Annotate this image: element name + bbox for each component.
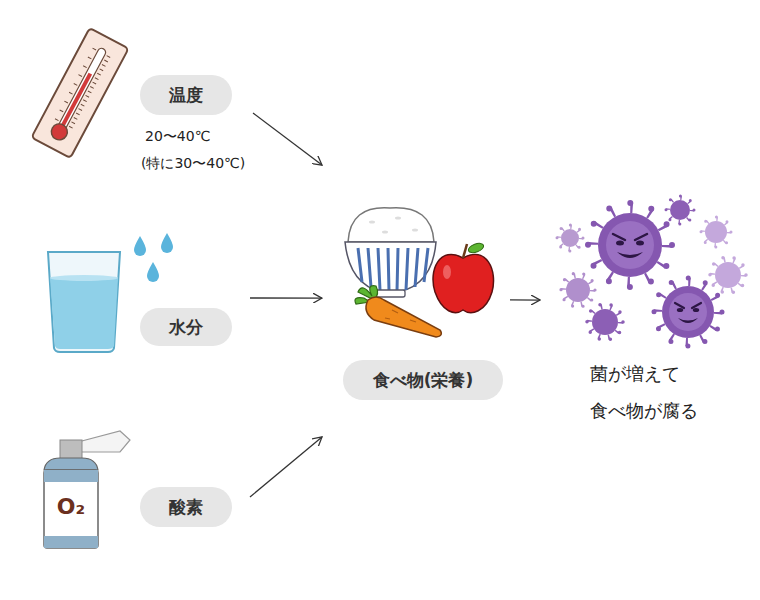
carrot-icon [355,286,441,337]
node-box: 温度 20〜40℃ (特に30〜40℃) [138,72,253,177]
can-label: O₂ [49,494,93,519]
oxygen-can-icon [44,431,130,548]
pill-label: 温度 [140,75,232,115]
node-box: 酸素 [138,482,250,532]
pill-label: 酸素 [140,487,232,527]
rice-bowl-icon [345,208,436,297]
thermometer-icon [31,28,128,158]
note-text: (特に30〜40℃) [141,155,245,173]
node-box: 水分 [138,280,250,350]
arrow-connector [250,297,322,298]
arrow-connector [250,437,322,497]
node-box: 食べ物(栄養) [322,160,510,442]
arrow-connector [510,299,540,300]
pill-label: 水分 [140,308,232,346]
result-caption: 菌が増えて 食べ物が腐る [590,355,750,429]
range-text: 20〜40℃ [145,128,210,146]
node-box: 菌が増えて 食べ物が腐る [540,195,760,430]
apple-icon [433,242,494,313]
bacteria-icon [557,196,746,346]
pill-label: 食べ物(栄養) [343,360,503,400]
arrow-connector [253,113,322,165]
